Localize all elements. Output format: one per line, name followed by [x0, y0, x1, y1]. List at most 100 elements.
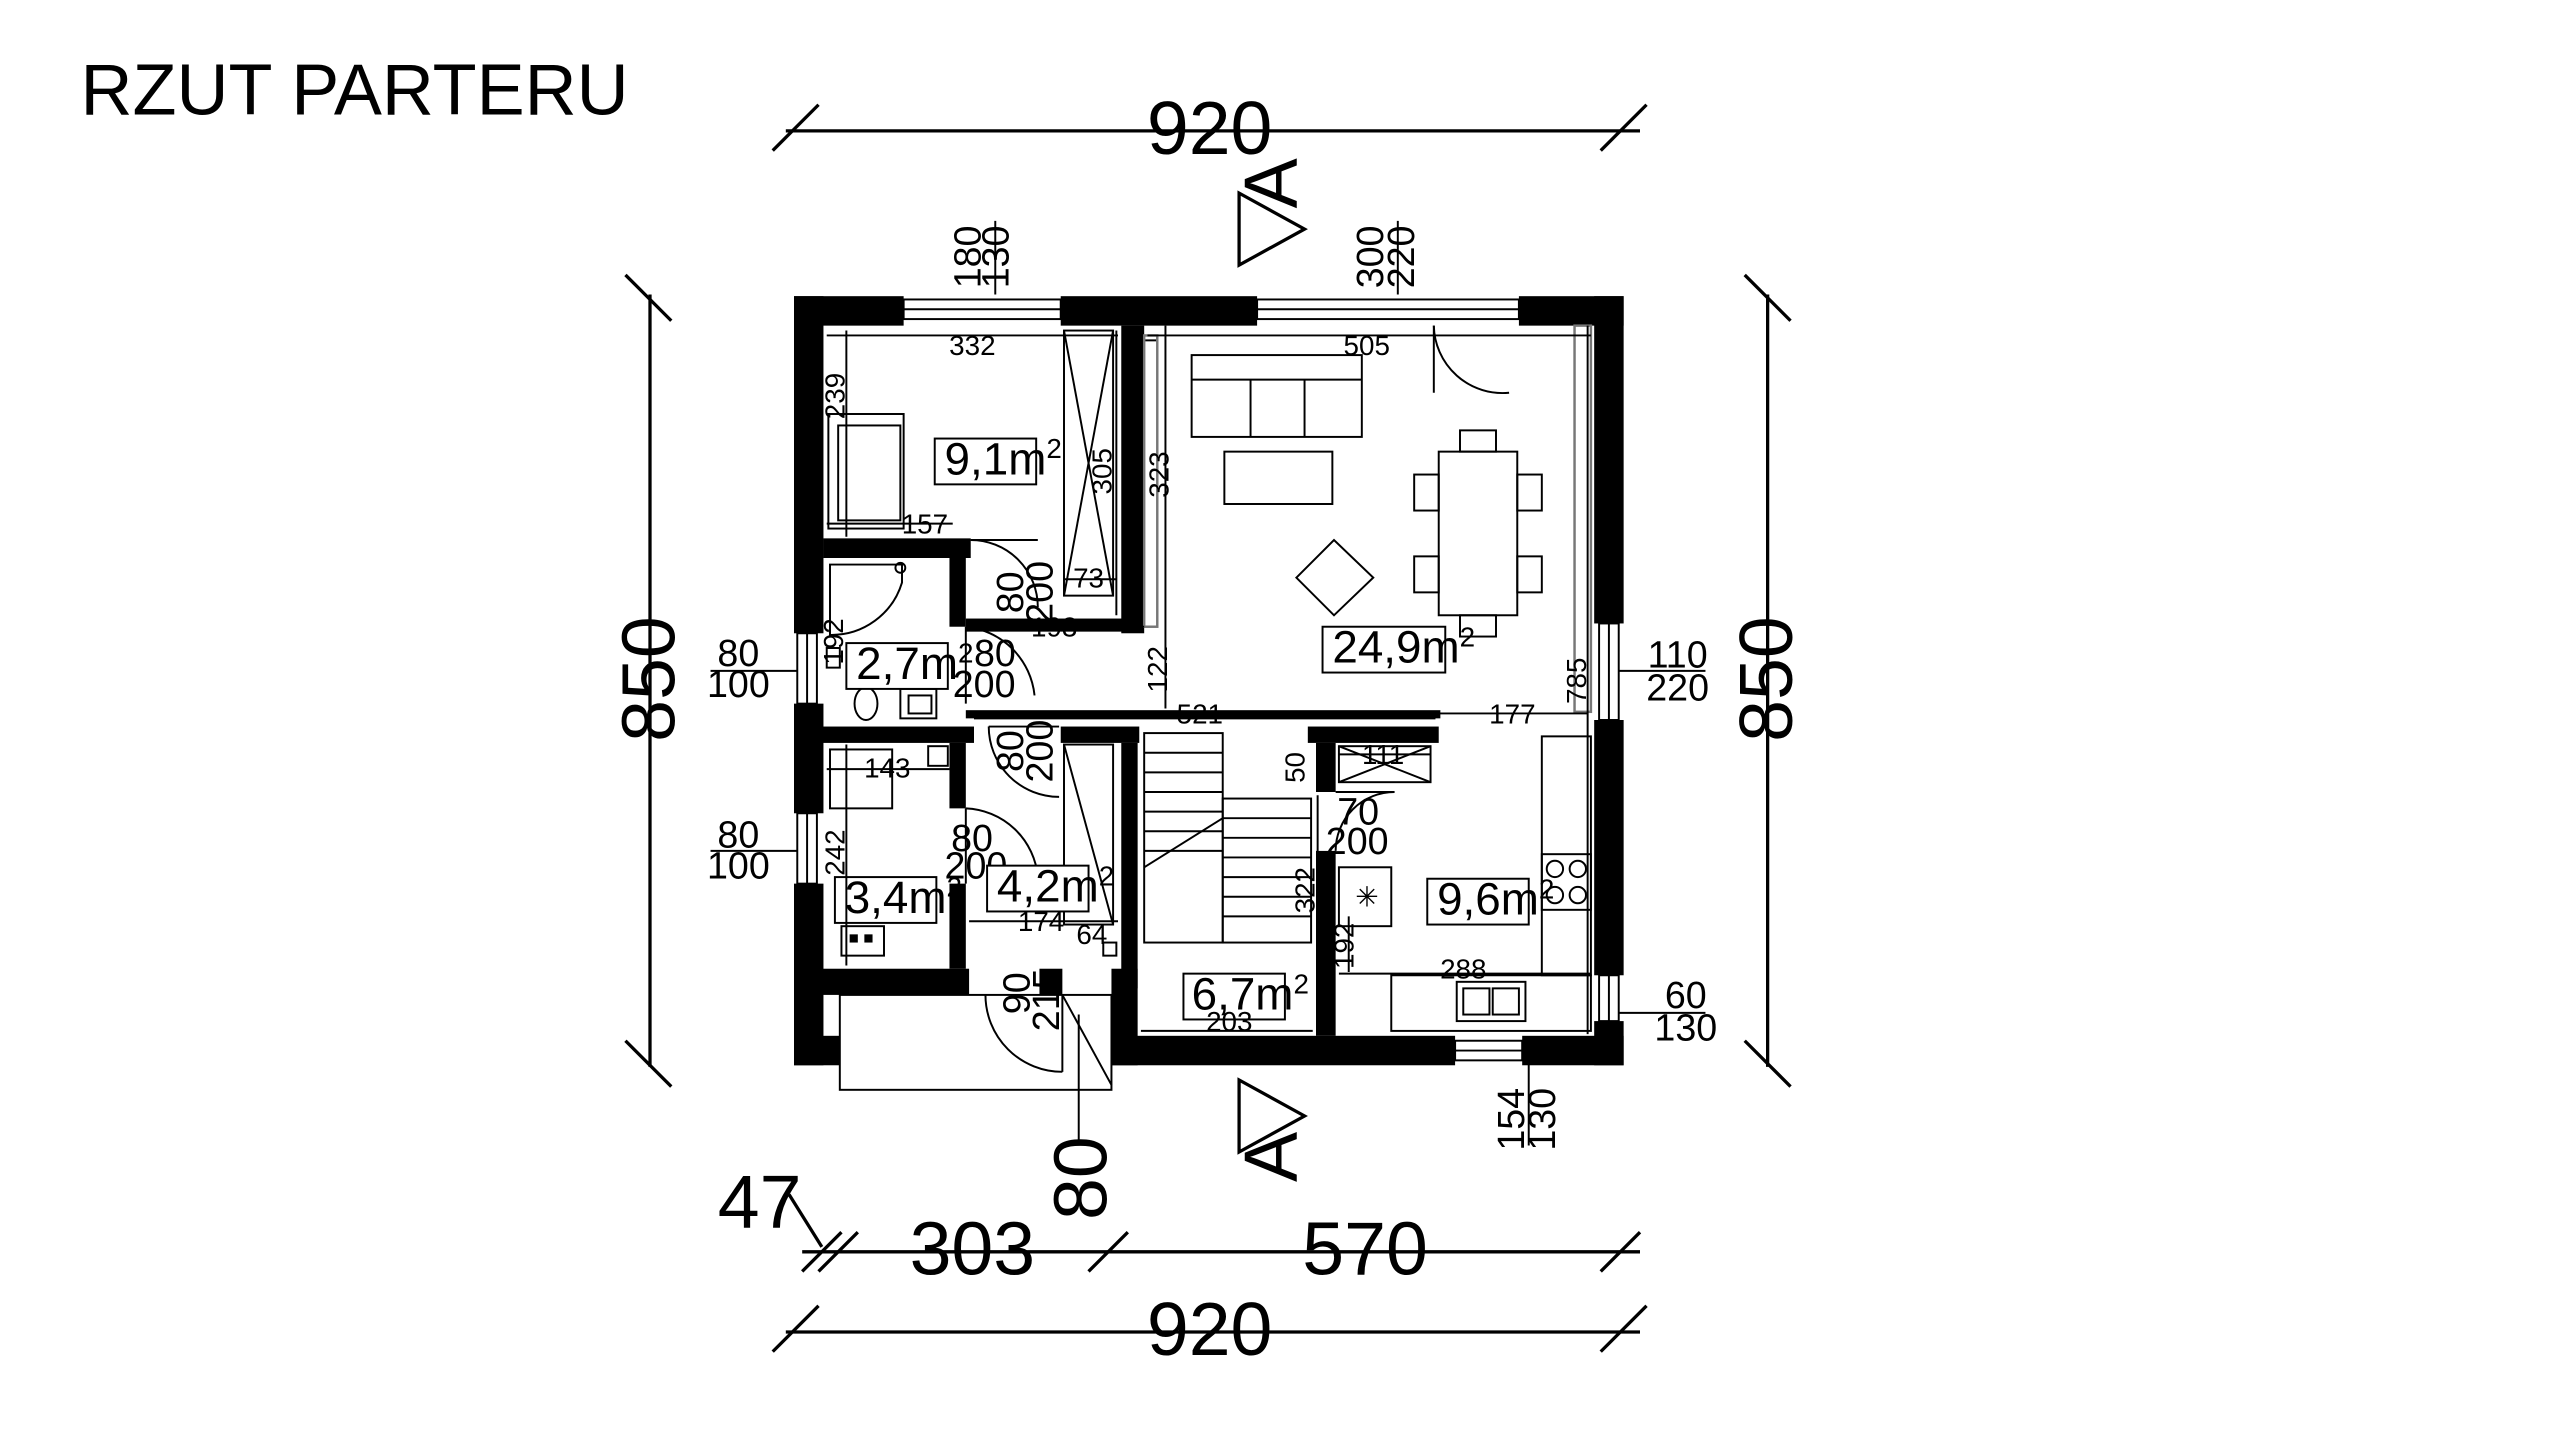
room-living: 24,9m2 — [1321, 621, 1475, 674]
dim-122: 122 — [1142, 646, 1173, 692]
win-right-upper-h: 220 — [1646, 666, 1709, 708]
width-bottom-label: 920 — [1147, 1287, 1273, 1371]
door-closet-h: 200 — [1019, 720, 1061, 783]
dimension-segments: 47 303 570 — [718, 1159, 1642, 1291]
room-kitchen: 9,6m2 — [1426, 873, 1554, 926]
win-right-lower-w: 60 — [1665, 974, 1707, 1016]
door-kitchen: 70 200 — [1326, 791, 1395, 862]
door-entry: 90 215 — [984, 968, 1113, 1086]
room-kitchen-sup: 2 — [1539, 873, 1554, 904]
dim-521: 521 — [1177, 698, 1223, 729]
bathroom-fixtures — [825, 561, 938, 721]
win-left-upper-h: 100 — [707, 663, 770, 705]
svg-text:2,7m2: 2,7m2 — [856, 638, 973, 689]
kitchen-fan-icon: ✳ — [1355, 882, 1378, 913]
room-living-area: 24,9m — [1332, 622, 1459, 673]
door-bedroom-w: 80 — [989, 571, 1031, 613]
room-hall: 4,2m2 — [986, 860, 1114, 913]
inner-dimensions: 332 505 239 305 323 157 73 192 193 122 5… — [818, 325, 1592, 1037]
dim-143: 143 — [864, 752, 910, 783]
dim-111: 111 — [1362, 739, 1404, 770]
svg-text:9,1m2: 9,1m2 — [945, 433, 1062, 484]
seg-47-label: 47 — [718, 1159, 802, 1243]
room-stairs: 6,7m2 — [1182, 968, 1309, 1021]
dim-305: 305 — [1086, 448, 1117, 494]
width-top-label: 920 — [1147, 86, 1273, 170]
dimension-top: 920 — [771, 86, 1648, 170]
section-marker-top-label: A — [1228, 157, 1312, 208]
win-left-upper-w: 80 — [717, 632, 759, 674]
window-left-lower — [796, 812, 818, 885]
dimension-left: 850 — [607, 273, 691, 1088]
win-top-left-w: 180 — [947, 226, 989, 289]
dim-192a: 192 — [818, 618, 849, 664]
window-right-upper — [1598, 622, 1620, 721]
kitchen-fixtures: ✳ — [1337, 735, 1592, 1032]
dim-50: 50 — [1280, 752, 1311, 783]
bedroom-furniture — [827, 329, 1115, 597]
svg-text:9,6m2: 9,6m2 — [1437, 873, 1554, 924]
dim-177: 177 — [1489, 698, 1535, 729]
room-wc-sup: 2 — [947, 872, 962, 903]
win-right-upper-w: 110 — [1648, 634, 1708, 676]
dimension-bottom: 920 — [771, 1287, 1648, 1371]
door-bathroom-w: 80 — [974, 632, 1016, 674]
window-left-upper — [796, 632, 818, 705]
door-bathroom-h: 200 — [953, 663, 1016, 705]
dim-785: 785 — [1561, 658, 1592, 704]
dim-157: 157 — [902, 508, 948, 539]
door-bathroom: 80 200 — [953, 625, 1036, 705]
door-bedroom-h: 200 — [1019, 561, 1061, 624]
dim-242: 242 — [820, 829, 851, 875]
dim-203: 203 — [1206, 1006, 1252, 1037]
door-closet: 80 200 — [987, 720, 1061, 798]
room-bedroom-sup: 2 — [1046, 433, 1061, 464]
interior-walls — [794, 325, 1441, 1036]
svg-text:3,4m2: 3,4m2 — [845, 872, 962, 923]
section-marker-bottom-label: A — [1228, 1131, 1312, 1182]
section-marker-bottom: A — [1228, 1077, 1312, 1182]
door-entry-h: 215 — [1025, 968, 1067, 1031]
entrance-porch: 80 — [838, 993, 1123, 1220]
door-wc-w: 80 — [951, 817, 993, 859]
dim-174: 174 — [1018, 906, 1064, 937]
wc-fixtures — [829, 745, 949, 957]
window-bottom-right — [1454, 1039, 1524, 1062]
win-left-lower-w: 80 — [717, 814, 759, 856]
door-terrace — [1432, 325, 1510, 395]
door-kitchen-w: 70 — [1337, 791, 1379, 833]
room-kitchen-area: 9,6m — [1437, 874, 1539, 925]
hall-closet — [1063, 743, 1118, 957]
dim-193: 193 — [1031, 612, 1077, 643]
room-wc-area: 3,4m — [845, 872, 947, 923]
porch-80-label: 80 — [1039, 1136, 1123, 1220]
room-bathroom: 2,7m2 — [845, 638, 973, 690]
dimension-right: 850 — [1724, 273, 1808, 1088]
room-bedroom-area: 9,1m — [945, 434, 1047, 485]
room-hall-area: 4,2m — [997, 861, 1099, 912]
window-top-right — [1256, 298, 1520, 321]
win-bottom-right-h: 130 — [1521, 1088, 1563, 1151]
room-stairs-sup: 2 — [1293, 968, 1308, 999]
height-right-label: 850 — [1724, 616, 1808, 742]
dim-332: 332 — [949, 330, 995, 361]
room-bedroom: 9,1m2 — [933, 433, 1062, 486]
room-wc: 3,4m2 — [833, 872, 962, 924]
win-top-right-h: 220 — [1380, 226, 1422, 289]
svg-text:24,9m2: 24,9m2 — [1332, 621, 1475, 672]
room-bathroom-area: 2,7m — [856, 638, 958, 689]
room-hall-sup: 2 — [1099, 860, 1114, 891]
window-top-left — [902, 298, 1062, 321]
svg-text:6,7m2: 6,7m2 — [1192, 968, 1309, 1019]
dim-192b: 192 — [1329, 923, 1360, 969]
door-bedroom: 80 200 — [970, 539, 1061, 624]
door-closet-w: 80 — [989, 730, 1031, 772]
dim-505: 505 — [1344, 330, 1390, 361]
exterior-walls — [794, 296, 1624, 1066]
dim-288: 288 — [1440, 954, 1486, 985]
dim-323: 323 — [1144, 451, 1175, 497]
dim-64: 64 — [1076, 919, 1107, 950]
dim-239: 239 — [820, 373, 851, 419]
seg-570-label: 570 — [1302, 1207, 1428, 1291]
